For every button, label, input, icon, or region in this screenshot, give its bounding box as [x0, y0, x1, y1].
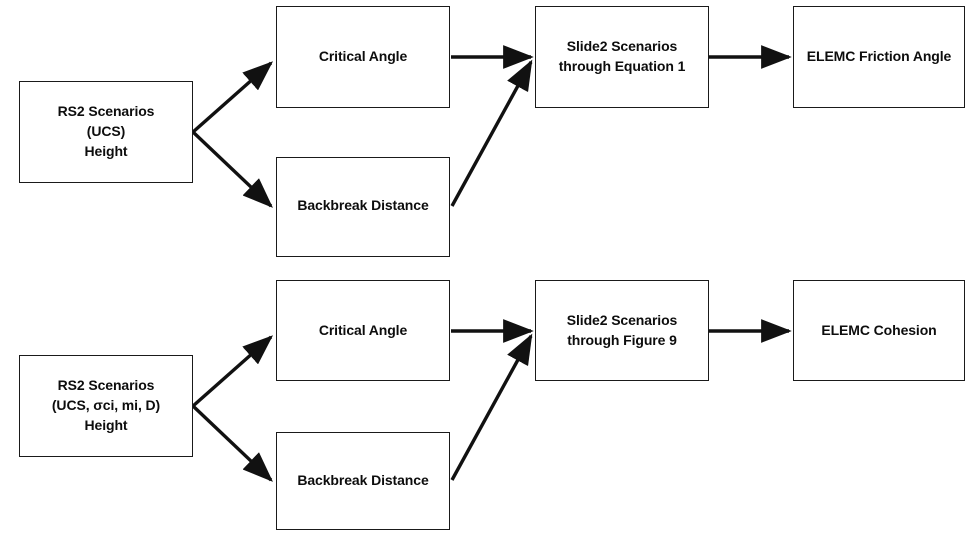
node-label: Backbreak Distance — [297, 472, 429, 488]
edge-source-to-critical-angle-row1 — [191, 61, 274, 134]
node-label: Slide2 Scenarios through Figure 9 — [566, 311, 678, 348]
node-critical-angle-row2[interactable]: Critical Angle — [276, 280, 450, 381]
edge-source-to-critical-angle-row2 — [191, 335, 274, 408]
node-label: RS2 Scenarios (UCS) Height — [57, 103, 155, 159]
edge-backbreak-to-process-row2 — [450, 333, 533, 481]
node-label: Critical Angle — [318, 48, 408, 65]
node-label: ELEMC Cohesion — [821, 321, 937, 338]
node-backbreak-distance-row1[interactable]: Backbreak Distance — [276, 157, 450, 257]
node-critical-angle-row1[interactable]: Critical Angle — [276, 6, 450, 108]
edge-backbreak-to-process-row1 — [450, 59, 533, 207]
node-rs2-scenarios-ucs-sci-mi-d[interactable]: RS2 Scenarios (UCS, σci, mi, D) Height — [19, 355, 193, 457]
node-slide2-equation-1[interactable]: Slide2 Scenarios through Equation 1 — [535, 6, 709, 108]
node-label: RS2 Scenarios (UCS, σci, mi, D) Height — [51, 377, 161, 433]
node-label: Backbreak Distance — [297, 197, 429, 213]
node-elemc-friction-angle[interactable]: ELEMC Friction Angle — [793, 6, 965, 108]
edge-source-to-backbreak-row1 — [191, 130, 273, 208]
node-backbreak-distance-row2[interactable]: Backbreak Distance — [276, 432, 450, 530]
node-label: ELEMC Friction Angle — [806, 48, 952, 65]
node-slide2-figure-9[interactable]: Slide2 Scenarios through Figure 9 — [535, 280, 709, 381]
node-rs2-scenarios-ucs[interactable]: RS2 Scenarios (UCS) Height — [19, 81, 193, 183]
node-label: Critical Angle — [318, 321, 408, 338]
node-elemc-cohesion[interactable]: ELEMC Cohesion — [793, 280, 965, 381]
edge-source-to-backbreak-row2 — [191, 404, 273, 482]
node-label: Slide2 Scenarios through Equation 1 — [558, 38, 686, 74]
